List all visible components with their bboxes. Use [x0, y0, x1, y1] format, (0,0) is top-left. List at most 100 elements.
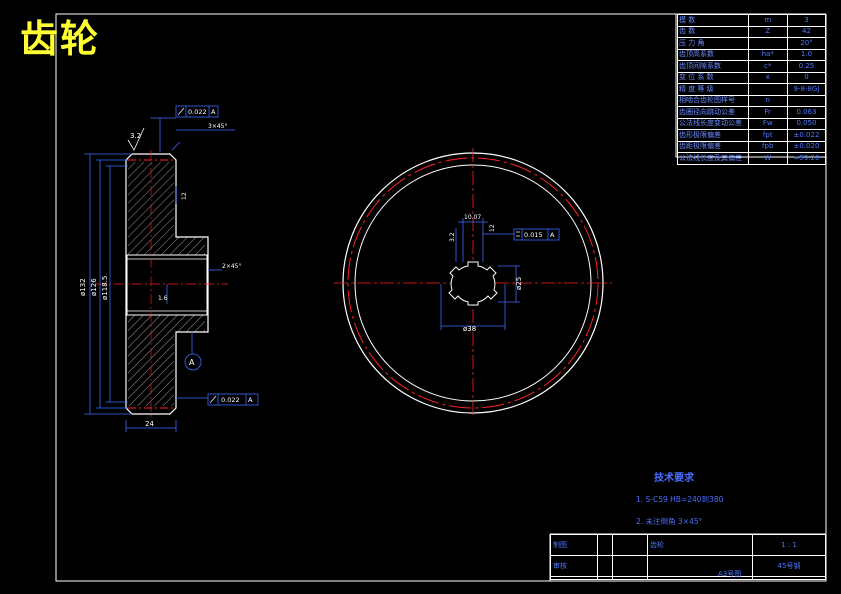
param-value: 0.050: [786, 117, 827, 130]
blank-cell: [597, 555, 613, 578]
key-angle: 12: [489, 224, 496, 232]
param-value: 0.063: [786, 106, 827, 119]
param-value: 1.0: [786, 48, 827, 61]
drawing-frame: [55, 13, 827, 582]
param-label: 精 度 等 级: [677, 83, 749, 96]
tol-bottom-value: 0.022: [221, 396, 240, 404]
param-value: ±0.020: [786, 140, 827, 153]
diameter-dimensions: [84, 117, 235, 432]
blank-cell: [550, 576, 598, 580]
tol-top-value: 0.022: [188, 108, 207, 116]
param-symbol: n: [747, 94, 788, 107]
param-label: 齿顶高系数: [677, 48, 749, 61]
param-label: 齿顶间隙系数: [677, 60, 749, 73]
param-symbol: Fw: [747, 117, 788, 130]
tech-line-1: 1. S-C59 HB=240到380: [636, 495, 724, 504]
param-value: 0.25: [786, 60, 827, 73]
param-value: 42: [786, 25, 827, 38]
param-symbol: W: [747, 152, 788, 165]
param-label: 齿距极限偏差: [677, 140, 749, 153]
param-label: 变 位 系 数: [677, 71, 749, 84]
blank-cell: [752, 576, 826, 580]
param-symbol: [747, 83, 788, 96]
param-symbol: c*: [747, 60, 788, 73]
material: 45号钢: [752, 555, 826, 578]
blank-cell: [612, 555, 648, 578]
dim-d118: ø118.5: [101, 276, 109, 300]
param-label: 压 力 角: [677, 37, 749, 50]
param-label: 公法线长度变动公差: [677, 117, 749, 130]
param-label: 公法线长度及其偏差: [677, 152, 749, 165]
param-symbol: fpt: [747, 129, 788, 142]
datum-a-marker: A: [184, 332, 202, 371]
technical-requirements: 技术要求 1. S-C59 HB=240到380 2. 未注倒角 3×45°: [636, 469, 723, 538]
datum-a-label: A: [189, 358, 195, 367]
param-symbol: [747, 37, 788, 50]
param-symbol: fpb: [747, 140, 788, 153]
blank-cell: [597, 576, 613, 580]
param-symbol: m: [747, 14, 788, 27]
blank-cell: [612, 576, 648, 580]
dim-width: 24: [145, 420, 154, 428]
param-value: 9-8-8GJ: [786, 83, 827, 96]
part-name: 齿轮: [647, 533, 753, 557]
param-symbol: ha*: [747, 48, 788, 61]
bore-dimensions: [440, 218, 520, 330]
dim-d126: ø126: [90, 278, 98, 296]
roughness-bore: 1.6: [158, 295, 168, 302]
splined-bore: [448, 261, 498, 306]
param-symbol: Fr: [747, 106, 788, 119]
gear-front-view: ø38 ø25 10.07 3.2 12 0.015 A: [334, 148, 612, 418]
dim-d38: ø38: [463, 325, 476, 333]
param-symbol: Z: [747, 25, 788, 38]
gear-section-view: ø132 ø126 ø118.5 24 3.2 3×45° 2×45° 12 1…: [79, 105, 259, 432]
param-symbol: x: [747, 71, 788, 84]
tolerance-frame-right: 0.015 A: [513, 228, 560, 241]
tol-top-datum: A: [211, 108, 216, 116]
param-label: 相啮合齿轮图样号: [677, 94, 749, 107]
tolerance-frame-bottom: 0.022 A: [207, 393, 259, 406]
blank-cell: [597, 533, 613, 557]
param-label: 齿形极限偏差: [677, 129, 749, 142]
drawn-label: 制图: [550, 533, 598, 557]
param-value: [786, 94, 827, 107]
param-value: 3: [786, 14, 827, 27]
key-depth: 3.2: [449, 232, 456, 242]
param-label: 模 数: [677, 14, 749, 27]
tol-bottom-datum: A: [248, 396, 253, 404]
roughness-face: 3.2: [130, 132, 141, 140]
tech-title: 技术要求: [654, 473, 694, 484]
param-value: ±0.022: [786, 129, 827, 142]
tolerance-frame-top: 0.022 A: [175, 105, 219, 118]
chamfer-hole: 2×45°: [222, 263, 241, 270]
dim-d132: ø132: [79, 278, 87, 296]
roughness-symbol: [127, 127, 145, 151]
blank-cell: [612, 533, 648, 557]
param-row: 精 度 等 级 9-8-8GJ: [677, 83, 827, 96]
scale: 1 : 1: [752, 533, 826, 557]
param-label: 齿 数: [677, 25, 749, 38]
dim-d25: ø25: [515, 277, 523, 290]
sheet-size-label: A3号图: [718, 570, 742, 578]
tol-right-value: 0.015: [524, 231, 543, 239]
tol-right-datum: A: [550, 231, 555, 239]
hub-dim: 12: [181, 192, 188, 200]
drawing-title: 齿轮: [20, 17, 101, 61]
checked-label: 审核: [550, 555, 598, 578]
title-block: 制图 齿轮 1 : 1 审核 45号钢: [550, 533, 826, 580]
chamfer-top: 3×45°: [208, 123, 227, 130]
